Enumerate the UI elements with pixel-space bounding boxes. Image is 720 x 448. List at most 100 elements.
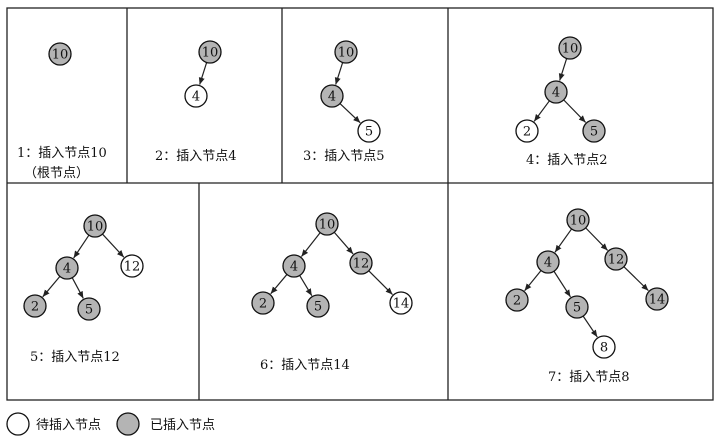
inserted-node (604, 247, 628, 271)
inserted-node (565, 295, 589, 319)
node-label: 5 (365, 125, 373, 140)
tree-edge-arrow (368, 270, 393, 295)
tree-edge-arrow (524, 270, 542, 292)
tree-edge-arrow (42, 276, 61, 298)
node-label: 12 (608, 253, 625, 268)
tree-edge-arrow (71, 277, 84, 299)
inserted-node (198, 40, 222, 64)
panel-caption: 2：插入节点4 (155, 149, 237, 164)
panel-caption: 5：插入节点12 (30, 350, 120, 365)
inserted-node (566, 208, 590, 232)
inserted-node (315, 212, 339, 236)
node-label: 4 (192, 90, 200, 105)
inserted-node (48, 42, 72, 66)
panel-5: 10 4 12 2 5 5：插入节点12 (23, 214, 144, 365)
node-label: 5 (85, 303, 93, 318)
node-label: 12 (353, 257, 370, 272)
tree-edge-arrow (558, 58, 568, 81)
node-label: 10 (52, 48, 69, 63)
tree-edge-arrow (198, 62, 208, 85)
node-label: 4 (290, 260, 298, 275)
panel-1: 10 1：插入节点10 （根节点） (17, 42, 107, 181)
node-label: 10 (338, 46, 355, 61)
inserted-node (83, 214, 107, 238)
pending-node (184, 84, 208, 108)
legend: 待插入节点 已插入节点 (6, 412, 215, 436)
pending-node (120, 254, 144, 278)
node-label: 4 (328, 90, 336, 105)
panel-2: 10 4 2：插入节点4 (155, 40, 237, 164)
panel-6: 10 4 12 2 5 14 6：插入节点14 (251, 212, 413, 373)
panel-caption: 7：插入节点8 (548, 370, 630, 385)
tree-edge-arrow (333, 231, 354, 255)
node-label: 4 (544, 256, 552, 271)
node-label: 10 (202, 46, 219, 61)
inserted-node (645, 287, 669, 311)
node-label: 4 (552, 86, 560, 101)
inserted-node (306, 294, 330, 318)
panel-caption: 6：插入节点14 (260, 358, 350, 373)
tree-edge-arrow (582, 315, 598, 338)
legend-inserted-swatch (116, 412, 140, 436)
pending-node (389, 291, 413, 315)
inserted-node (23, 294, 47, 318)
tree-edge-arrow (73, 234, 90, 259)
node-label: 12 (124, 260, 141, 275)
inserted-node (55, 256, 79, 280)
tree-edge-arrow (339, 103, 361, 124)
panel-4: 10 4 2 5 4：插入节点2 (515, 36, 608, 168)
tree-edge-arrow (554, 228, 573, 253)
inserted-node (505, 288, 529, 312)
node-label: 5 (314, 300, 322, 315)
node-label: 4 (63, 262, 71, 277)
pending-node (357, 119, 381, 143)
panels: 10 1：插入节点10 （根节点） 10 4 2：插入节点4 10 4 5 3：插入节点5 10 4 2… (17, 36, 669, 385)
node-label: 5 (590, 125, 598, 140)
inserted-node (334, 40, 358, 64)
panel-caption: （根节点） (24, 166, 89, 181)
inserted-node (320, 84, 344, 108)
panel-grid-frame (6, 7, 714, 401)
node-label: 10 (319, 218, 336, 233)
node-label: 10 (562, 42, 579, 57)
panel-caption: 4：插入节点2 (526, 153, 608, 168)
node-label: 10 (87, 220, 104, 235)
tree-edge-arrow (334, 62, 344, 85)
node-label: 14 (393, 297, 410, 312)
legend-pending-swatch (6, 412, 30, 436)
inserted-node (536, 250, 560, 274)
tree-edge-arrow (270, 274, 288, 295)
node-label: 14 (649, 293, 666, 308)
node-label: 2 (523, 125, 531, 140)
legend-inserted-label: 已插入节点 (150, 418, 215, 433)
tree-edge-arrow (623, 266, 649, 292)
tree-edge-arrow (533, 100, 550, 122)
panel-3: 10 4 5 3：插入节点5 (303, 40, 385, 164)
inserted-node (77, 297, 101, 321)
panel-7: 10 4 12 2 5 14 8 7：插入节点8 (505, 208, 669, 385)
tree-edge-arrow (563, 99, 587, 123)
tree-edge-arrow (299, 275, 313, 297)
tree-edge-arrow (553, 270, 572, 298)
inserted-node (282, 254, 306, 278)
tree-edge-arrow (300, 232, 321, 257)
tree-edge-arrow (585, 227, 609, 251)
inserted-node (558, 36, 582, 60)
node-label: 2 (31, 300, 39, 315)
panel-caption: 1：插入节点10 (17, 146, 107, 161)
inserted-node (544, 80, 568, 104)
inserted-node (582, 119, 606, 143)
inserted-node (251, 291, 275, 315)
node-label: 2 (259, 297, 267, 312)
legend-pending-label: 待插入节点 (36, 418, 101, 433)
panel-caption: 3：插入节点5 (303, 149, 385, 164)
node-label: 5 (573, 301, 581, 316)
node-label: 2 (513, 294, 521, 309)
inserted-node (349, 251, 373, 275)
node-label: 10 (570, 214, 587, 229)
pending-node (515, 119, 539, 143)
node-label: 8 (600, 341, 608, 356)
tree-edge-arrow (102, 233, 125, 258)
pending-node (592, 335, 616, 359)
